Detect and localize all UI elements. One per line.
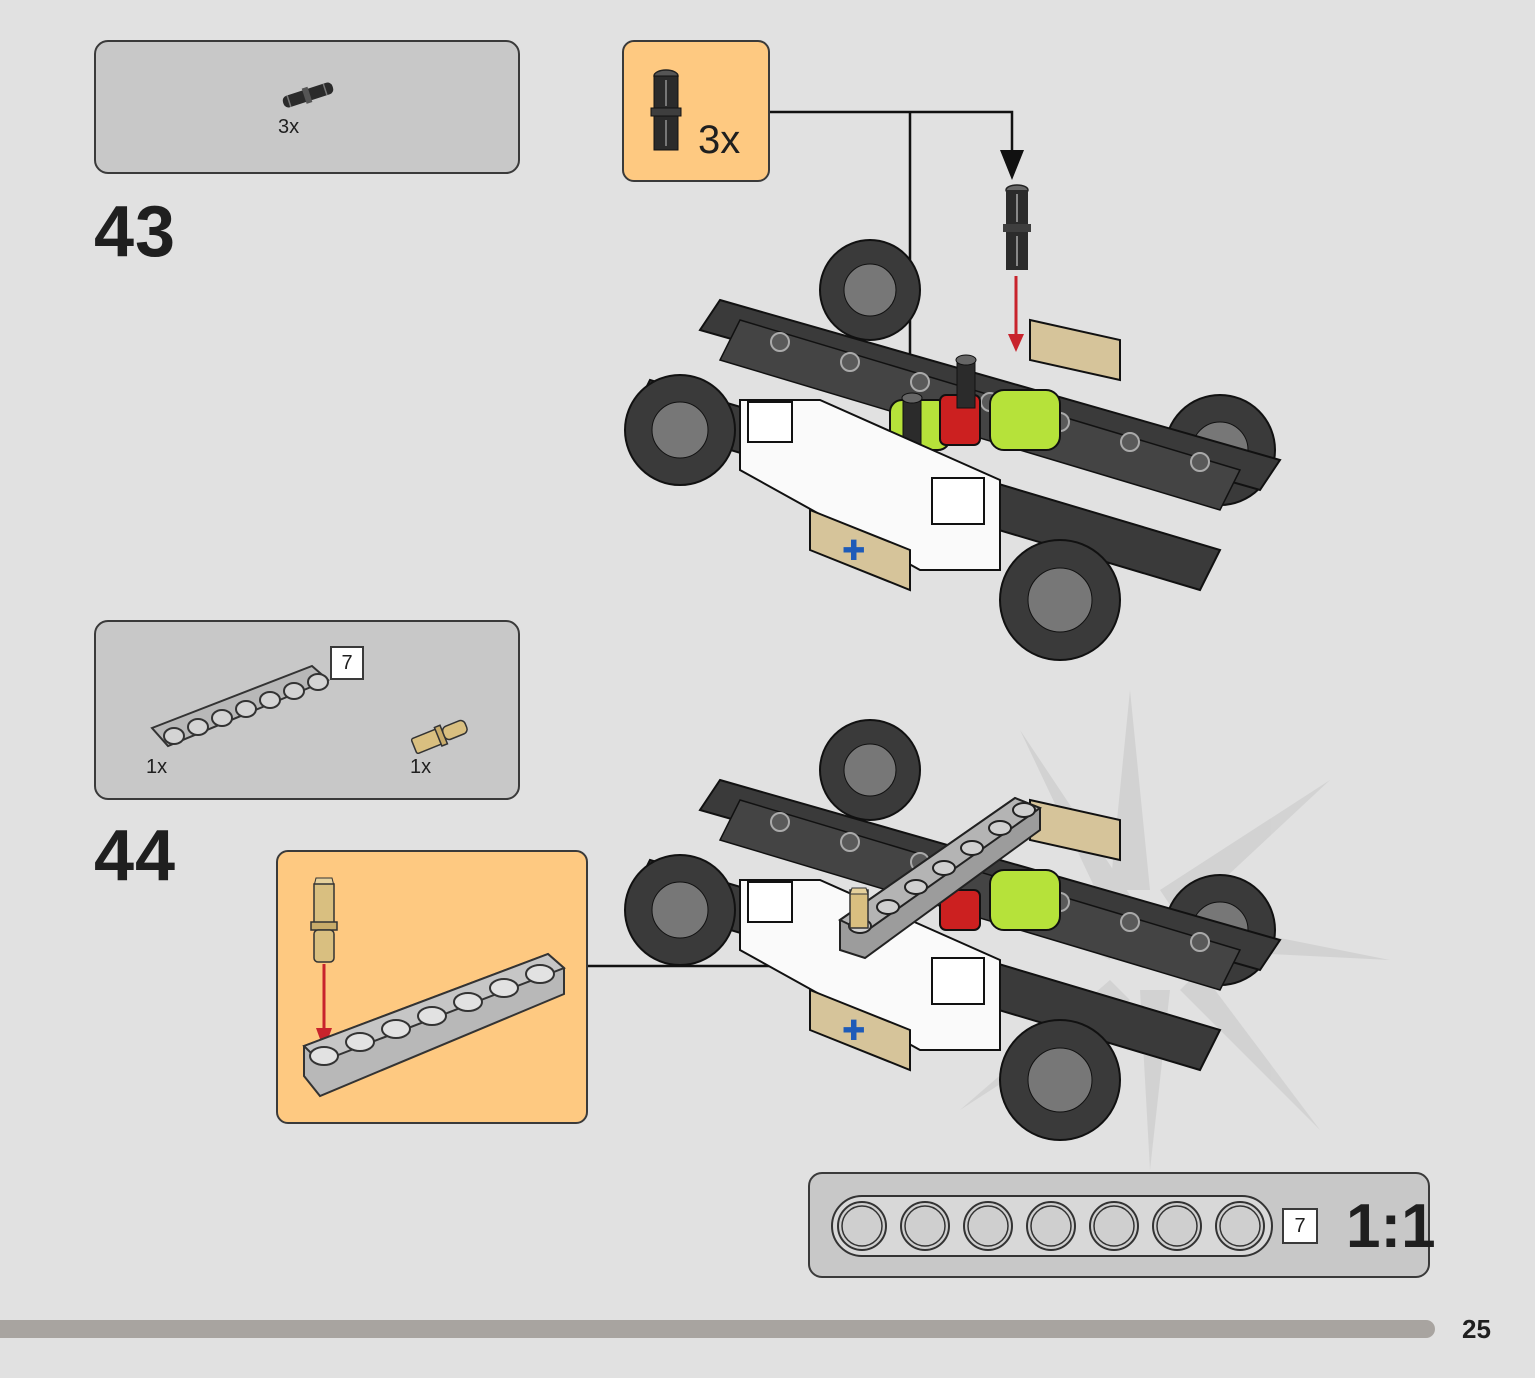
tan-axle-pin-icon (410, 719, 468, 755)
grey-beam-icon (831, 1195, 1273, 1257)
black-friction-pin-icon (1003, 184, 1031, 270)
scale-label: 1:1 (1346, 1192, 1436, 1261)
step-43-parts-list: 3x (94, 40, 520, 174)
tan-axle-pin-icon (310, 877, 338, 963)
step-44-callout (276, 850, 588, 1124)
svg-text:✚: ✚ (842, 534, 865, 567)
black-friction-pin-icon (282, 82, 334, 108)
scale-ruler: 7 1:1 (808, 1172, 1436, 1278)
chassis-model-illustration: ✚ (624, 719, 1282, 1141)
beam-length-badge: 7 (1282, 1208, 1318, 1244)
chassis-model-illustration: ✚ (624, 239, 1282, 661)
step-44-parts-list: 7 1x 1x (94, 620, 520, 800)
callout-quantity: 3x (698, 118, 741, 162)
page-number: 25 (1462, 1314, 1491, 1344)
part-quantity: 3x (278, 116, 300, 138)
step-43-callout: 3x (622, 40, 770, 182)
part-quantity: 1x (146, 756, 168, 778)
grey-beam-icon (302, 952, 566, 1098)
svg-text:✚: ✚ (842, 1014, 865, 1047)
step-number: 43 (94, 192, 177, 272)
black-friction-pin-icon (650, 69, 682, 151)
progress-bar (0, 1320, 1435, 1338)
step-number: 44 (94, 816, 177, 896)
beam-length-badge: 7 (330, 646, 364, 680)
grey-beam-icon (150, 664, 330, 748)
part-quantity: 1x (410, 756, 432, 778)
